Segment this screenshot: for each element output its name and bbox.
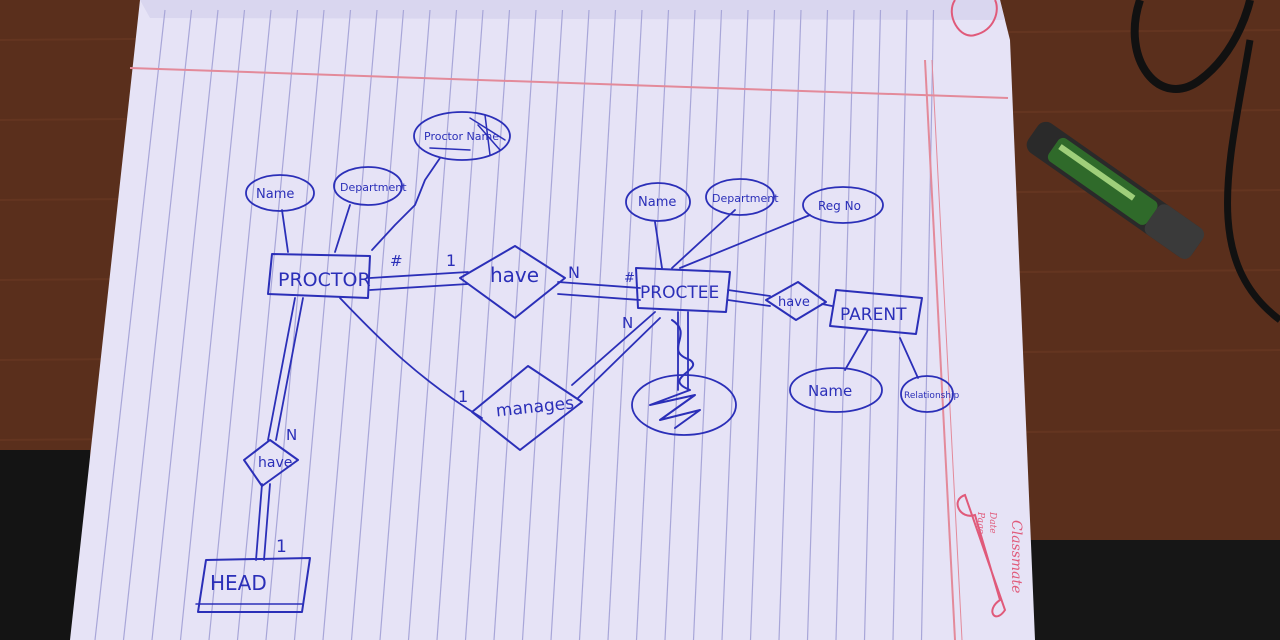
attribute-parent-relationship: Relationship <box>900 375 960 413</box>
marker-pen <box>1026 121 1205 259</box>
notebook-page <box>70 0 1035 640</box>
attribute-proctee-name: Name <box>625 182 691 222</box>
ruled-line <box>521 9 564 640</box>
entity-proctor-label: PROCTOR <box>278 269 371 291</box>
ruled-line <box>265 9 325 640</box>
cardinality-head-have-n: N <box>286 426 297 444</box>
ruled-line <box>436 9 484 640</box>
attribute-proctee-department-label: Department <box>712 192 779 205</box>
date-label: Date <box>987 511 997 534</box>
ruled-line <box>493 9 537 640</box>
attribute-proctee-reg-label: Reg No <box>818 199 861 213</box>
ruled-line <box>407 9 458 640</box>
er-diagram: PROCTOR PROCTEE PARENT HEAD have manages <box>195 111 960 613</box>
ruled-line <box>664 9 696 640</box>
entity-head-label: HEAD <box>210 571 267 595</box>
attribute-proctor-name: Name <box>245 174 315 212</box>
attribute-proctee-department: Department <box>705 178 779 216</box>
ruled-line <box>208 9 272 640</box>
attribute-parent-name: Name <box>789 367 883 413</box>
relationship-have3-label: have <box>258 455 292 471</box>
entity-proctee-label: PROCTEE <box>640 283 719 303</box>
relationship-have-proctee-parent: have <box>765 281 827 321</box>
relationship-have2-label: have <box>778 295 810 310</box>
entity-proctee: PROCTEE <box>635 267 731 313</box>
cardinality-proctor-have-1: 1 <box>446 251 456 270</box>
attribute-parent-relationship-label: Relationship <box>904 391 960 401</box>
entity-proctor: PROCTOR <box>267 253 371 299</box>
ruled-line <box>863 9 882 640</box>
ruled-line <box>806 9 829 640</box>
ruled-line <box>692 9 723 640</box>
ruled-line <box>778 9 802 640</box>
ruled-line <box>179 9 246 640</box>
ruled-line <box>578 9 617 640</box>
relationship-have-label: have <box>490 263 539 287</box>
ruled-line <box>94 9 166 640</box>
connector-lines <box>255 157 919 561</box>
ruled-line <box>607 9 643 640</box>
relationship-have-proctor-head: have <box>243 439 299 487</box>
cardinality-head-have-1: 1 <box>276 537 287 557</box>
attribute-proctee-reg: Reg No <box>802 186 884 224</box>
ruled-line <box>835 9 855 640</box>
cardinality-manages-1: 1 <box>458 387 468 406</box>
entity-parent: PARENT <box>829 289 923 335</box>
entity-head: HEAD <box>195 557 311 613</box>
cardinality-hash-proctor: # <box>390 252 403 270</box>
brand-text: Classmate <box>1008 520 1024 593</box>
ruled-line <box>749 9 776 640</box>
attribute-scribbled <box>631 319 737 436</box>
attribute-proctor-crossed-label: Proctor Name <box>424 130 499 143</box>
notebook-brand-logo: Classmate Date Page <box>950 0 1024 618</box>
relationship-have-proctor-proctee: have <box>459 245 566 319</box>
black-cable <box>1130 0 1254 93</box>
cardinality-manages-n: N <box>622 314 633 332</box>
ruled-line <box>550 9 590 640</box>
attribute-parent-name-label: Name <box>808 382 852 400</box>
ruled-line <box>920 9 935 640</box>
ruled-line <box>892 9 908 640</box>
attribute-proctor-crossed: Proctor Name <box>413 111 511 161</box>
ruled-line <box>464 9 511 640</box>
ruled-line <box>151 9 219 640</box>
cardinality-proctor-have-n: N <box>568 263 580 282</box>
ruled-line <box>379 9 431 640</box>
cardinality-labels: # 1 N # 1 N N 1 <box>276 251 635 557</box>
attribute-proctor-department-label: Department <box>340 181 407 194</box>
attribute-proctor-name-label: Name <box>256 187 294 202</box>
ruled-line <box>122 9 193 640</box>
attribute-proctor-department: Department <box>333 166 407 206</box>
cardinality-hash-proctee: # <box>624 271 635 286</box>
attribute-proctee-name-label: Name <box>638 195 676 210</box>
entity-parent-label: PARENT <box>840 305 907 325</box>
ruled-line <box>350 9 405 640</box>
ruled-line <box>322 9 378 640</box>
ruled-line <box>236 9 299 640</box>
ruled-line <box>293 9 352 640</box>
ruled-line <box>721 9 749 640</box>
page-label: Page <box>975 511 985 534</box>
